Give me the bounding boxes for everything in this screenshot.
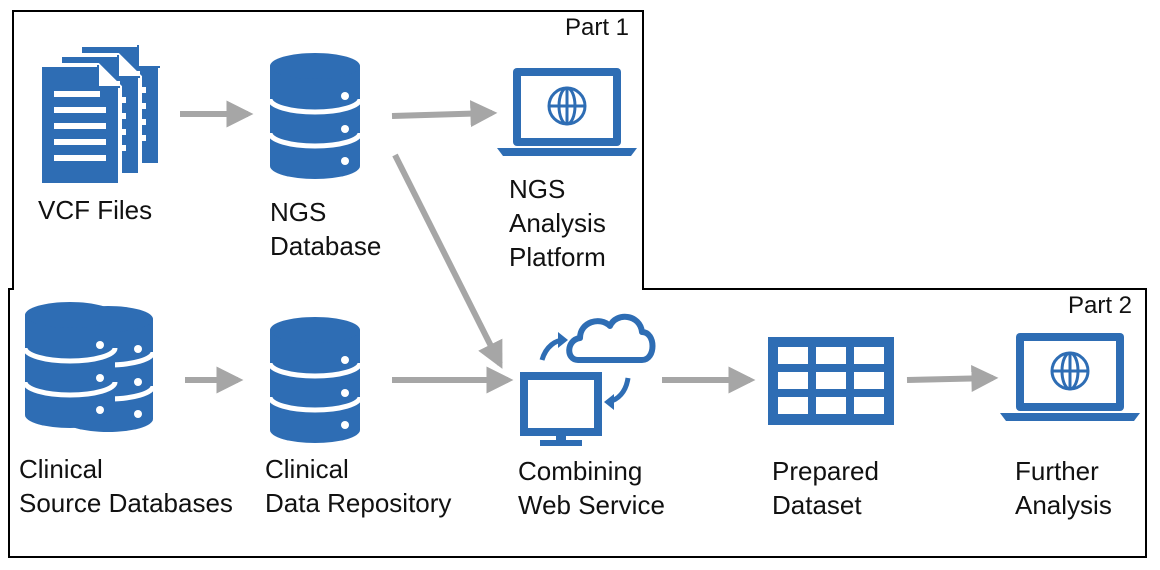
ngs-database-label: NGS Database [270, 195, 381, 263]
arrow-ngs-db-to-web-service [392, 153, 503, 369]
arrow-dataset-to-further [906, 365, 999, 392]
ngs-platform-line1: NGS [509, 174, 566, 204]
arrow-ngs-db-to-platform [391, 100, 498, 128]
clinical-repo-line2: Data Repository [265, 488, 452, 518]
clinical-source-line2: Source Databases [19, 488, 233, 518]
vcf-files-label: VCF Files [38, 193, 152, 227]
part-2-label: Part 2 [1068, 292, 1133, 319]
further-analysis-line1: Further [1015, 456, 1099, 486]
ngs-database-line2: Database [270, 231, 382, 261]
ngs-platform-line3: Platform [509, 242, 606, 272]
laptop-globe-icon [495, 66, 639, 158]
web-service-line2: Web Service [518, 490, 665, 520]
further-analysis-line2: Analysis [1015, 490, 1112, 520]
vcf-files-line1: VCF Files [38, 195, 153, 225]
dataset-label: Prepared Dataset [772, 454, 879, 522]
dataset-line1: Prepared [772, 456, 879, 486]
web-service-label: Combining Web Service [518, 454, 665, 522]
ngs-platform-line2: Analysis [509, 208, 606, 238]
ngs-platform-label: NGS Analysis Platform [509, 172, 606, 274]
web-service-line1: Combining [518, 456, 643, 486]
further-analysis-label: Further Analysis [1015, 454, 1112, 522]
clinical-repo-label: Clinical Data Repository [265, 452, 451, 520]
ngs-database-line1: NGS [270, 197, 327, 227]
dataset-line2: Dataset [772, 490, 862, 520]
documents-icon [38, 43, 162, 187]
cloud-sync-monitor-icon [520, 314, 656, 446]
part-1-label: Part 1 [565, 14, 630, 41]
multi-database-icon [25, 302, 153, 432]
database-icon [270, 317, 360, 443]
clinical-source-label: Clinical Source Databases [19, 452, 233, 520]
table-grid-icon [768, 337, 894, 425]
clinical-repo-line1: Clinical [265, 454, 349, 484]
clinical-source-line1: Clinical [19, 454, 103, 484]
database-icon [270, 53, 360, 179]
laptop-globe-icon [998, 331, 1142, 423]
